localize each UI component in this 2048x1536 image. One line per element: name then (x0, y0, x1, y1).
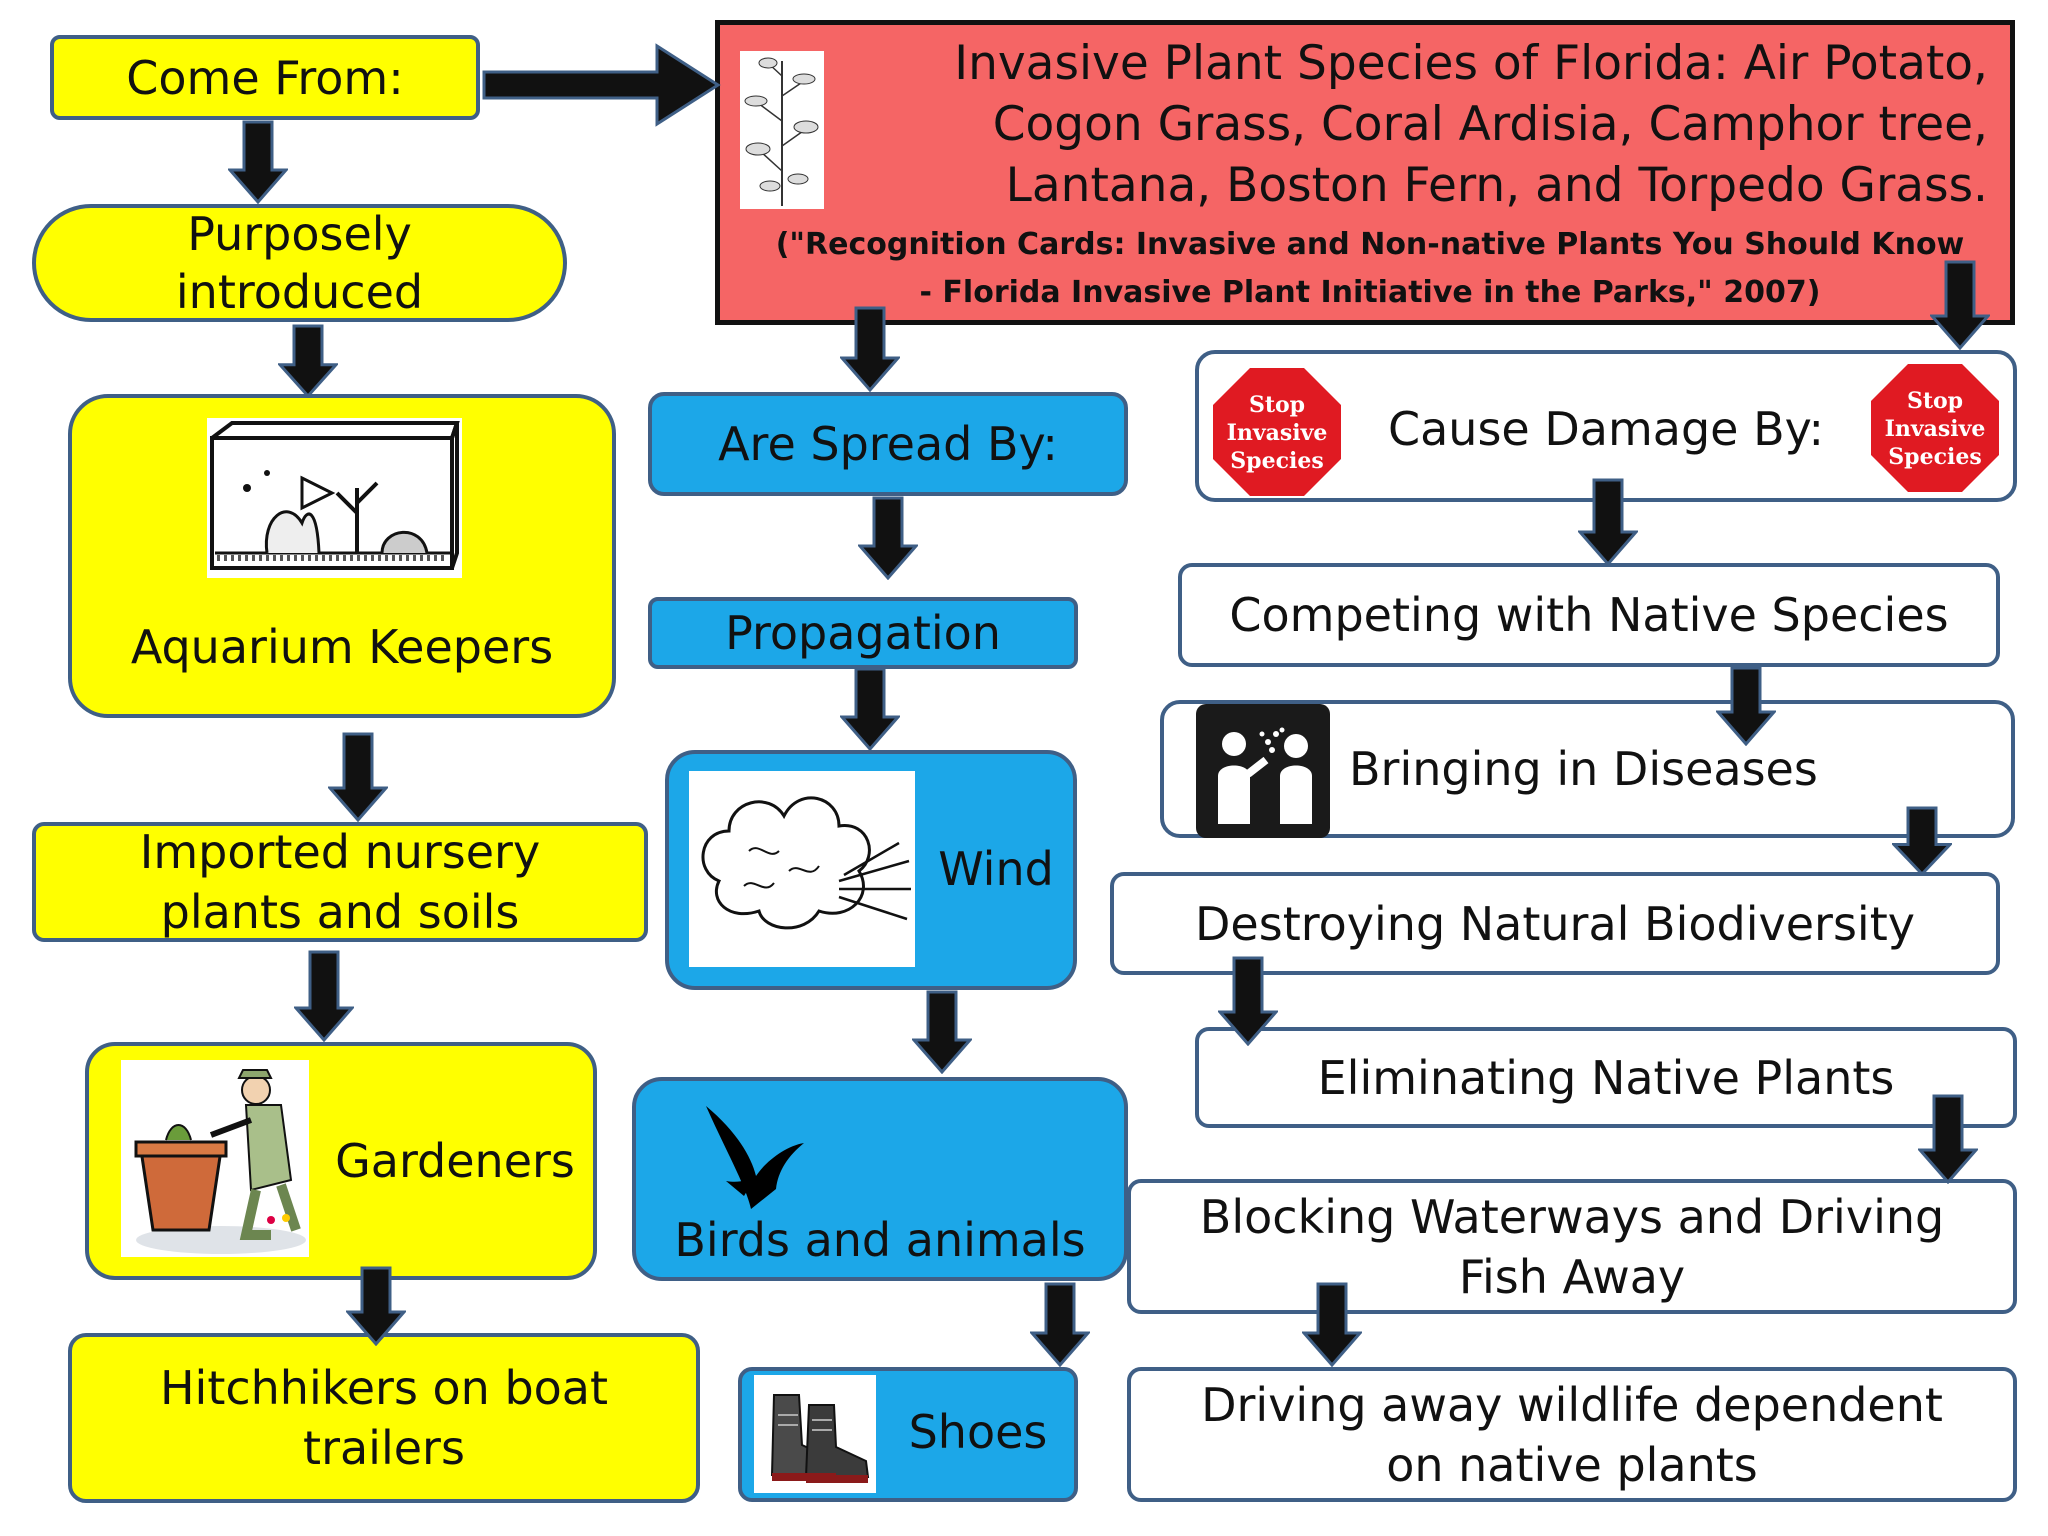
wind-cloud-icon (689, 771, 915, 967)
arrow-down (1218, 956, 1278, 1046)
imported-nursery-label: Imported nursery plants and soils (139, 825, 541, 939)
disease-spread-icon (1196, 704, 1330, 838)
gardener-icon (121, 1060, 309, 1257)
competing-box: Competing with Native Species (1178, 563, 2000, 667)
hitchhikers-label: Hitchhikers on boat trailers (159, 1361, 609, 1475)
diseases-label: Bringing in Diseases (1349, 742, 1818, 796)
aquarium-keepers-label: Aquarium Keepers (130, 620, 554, 674)
arrow-down (328, 732, 388, 822)
stop-sign-icon: Stop Invasive Species (1869, 362, 2001, 494)
arrow-down (1030, 1282, 1090, 1367)
eliminating-box: Eliminating Native Plants (1195, 1027, 2017, 1128)
arrow-down (1930, 260, 1990, 350)
spread-heading: Are Spread By: (648, 392, 1128, 496)
plant-illustration (740, 51, 824, 209)
citation-text: ("Recognition Cards: Invasive and Non-na… (775, 227, 1965, 310)
wind-label: Wind (938, 842, 1054, 896)
shoes-box: Shoes (738, 1367, 1078, 1502)
title-box: Invasive Plant Species of Florida: Air P… (715, 20, 2015, 325)
propagation-label: Propagation (725, 606, 1001, 660)
aquarium-keepers-box: Aquarium Keepers (68, 394, 616, 718)
gardeners-box: Gardeners (85, 1042, 597, 1280)
shoes-label: Shoes (908, 1405, 1048, 1459)
stop-sign-icon: Stop Invasive Species (1211, 366, 1343, 498)
stop-sign-word-2: Invasive (1227, 420, 1328, 446)
wildlife-label: Driving away wildlife dependent on nativ… (1201, 1377, 1943, 1492)
come-from-label: Come From: (126, 50, 404, 105)
bird-silhouette-icon (696, 1101, 806, 1211)
arrow-down (858, 496, 918, 580)
stop-sign-word-2: Invasive (1885, 416, 1986, 442)
wind-box: Wind (665, 750, 1077, 990)
blocking-label: Blocking Waterways and Driving Fish Away (1199, 1189, 1945, 1304)
arrow-down (278, 324, 338, 398)
competing-label: Competing with Native Species (1229, 588, 1949, 642)
wildlife-box: Driving away wildlife dependent on nativ… (1127, 1367, 2017, 1502)
stop-sign-word-1: Stop (1249, 392, 1305, 418)
arrow-down (294, 950, 354, 1042)
arrow-down (1892, 806, 1952, 876)
hitchhikers-box: Hitchhikers on boat trailers (68, 1333, 700, 1503)
arrow-down (346, 1266, 406, 1346)
purposely-introduced-label: Purposely introduced (175, 207, 424, 319)
come-from-heading: Come From: (50, 35, 480, 120)
arrow-down (1716, 666, 1776, 746)
arrow-down (228, 120, 288, 204)
blocking-box: Blocking Waterways and Driving Fish Away (1127, 1179, 2017, 1314)
arrow-down (1578, 478, 1638, 566)
biodiversity-box: Destroying Natural Biodiversity (1110, 872, 2000, 975)
spread-heading-label: Are Spread By: (718, 417, 1058, 471)
boots-icon (754, 1375, 876, 1493)
imported-nursery-box: Imported nursery plants and soils (32, 822, 648, 942)
birds-box: Birds and animals (632, 1077, 1128, 1281)
arrow-down (912, 990, 972, 1074)
arrow-down (840, 306, 900, 392)
diseases-box: Bringing in Diseases (1160, 700, 2015, 838)
damage-heading-label: Cause Damage By: (1387, 402, 1824, 456)
arrow-down (840, 667, 900, 751)
eliminating-label: Eliminating Native Plants (1317, 1050, 1895, 1105)
purposely-introduced-box: Purposely introduced (32, 204, 567, 322)
title-text: Invasive Plant Species of Florida: Air P… (954, 36, 1988, 213)
arrow-down (1918, 1094, 1978, 1184)
aquarium-icon (207, 418, 462, 578)
stop-sign-word-3: Species (1230, 448, 1323, 474)
birds-label: Birds and animals (674, 1213, 1086, 1267)
biodiversity-label: Destroying Natural Biodiversity (1195, 896, 1915, 951)
stop-sign-word-1: Stop (1907, 388, 1963, 414)
arrow-down (1302, 1282, 1362, 1367)
stop-sign-word-3: Species (1888, 444, 1981, 470)
propagation-box: Propagation (648, 597, 1078, 669)
arrow-right (482, 42, 722, 128)
gardeners-label: Gardeners (335, 1134, 575, 1188)
